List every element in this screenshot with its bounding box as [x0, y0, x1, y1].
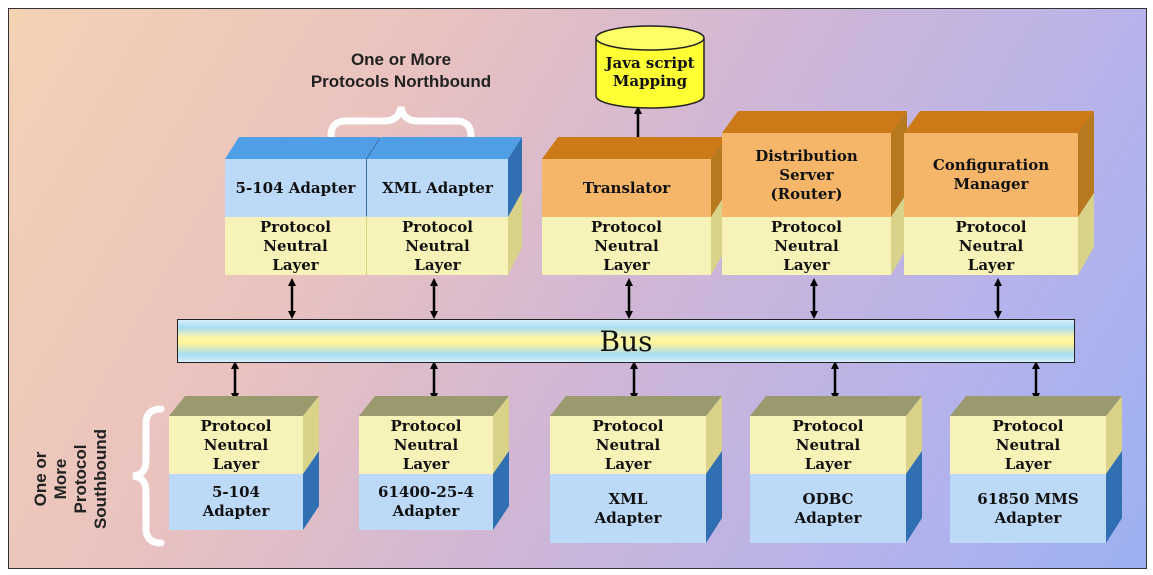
block-configuration-manager: Configuration Manager Protocol Neutral L…: [904, 111, 1094, 275]
component-label: Distribution Server (Router): [755, 146, 858, 203]
protocol-neutral-layer-label: Protocol Neutral Layer: [390, 416, 462, 473]
protocol-neutral-layer-label: Protocol Neutral Layer: [200, 416, 272, 473]
protocol-neutral-layer-label: Protocol Neutral Layer: [955, 217, 1027, 274]
adapter-label: 5-104 Adapter: [235, 178, 356, 197]
southbound-brace: [132, 405, 165, 547]
bus-label: Bus: [599, 324, 653, 358]
bus: Bus: [177, 319, 1075, 363]
adapter-label: XML Adapter: [594, 489, 662, 527]
component-label: Configuration Manager: [932, 156, 1050, 193]
database-icon: [595, 25, 705, 109]
protocol-neutral-layer-label: Protocol Neutral Layer: [771, 217, 842, 274]
component-label: Translator: [582, 178, 671, 197]
protocol-neutral-layer-label: Protocol Neutral Layer: [792, 416, 864, 473]
database-label: Java script Mapping: [605, 53, 695, 90]
northbound-brace: [327, 106, 475, 140]
block-odbc-adapter: Protocol Neutral Layer ODBC Adapter: [750, 396, 922, 543]
block-translator: Translator Protocol Neutral Layer: [542, 137, 727, 275]
protocol-neutral-layer-label: Protocol Neutral Layer: [592, 416, 664, 473]
adapter-label: 61850 MMS Adapter: [977, 489, 1079, 527]
block-5-104-adapter-north: 5-104 Adapter Protocol Neutral Layer: [225, 137, 380, 275]
adapter-label: 61400-25-4 Adapter: [378, 483, 474, 520]
protocol-neutral-layer-label: Protocol Neutral Layer: [992, 416, 1064, 473]
protocol-neutral-layer-label: Protocol Neutral Layer: [591, 217, 662, 274]
protocol-neutral-layer-label: Protocol Neutral Layer: [260, 217, 331, 274]
block-61400-adapter: Protocol Neutral Layer 61400-25-4 Adapte…: [359, 396, 509, 530]
southbound-label: One or More Protocol Southbound: [31, 428, 111, 530]
block-distribution-server: Distribution Server (Router) Protocol Ne…: [722, 111, 907, 275]
javascript-mapping-database: Java script Mapping: [594, 24, 706, 110]
connectors: [132, 106, 1040, 547]
adapter-label: XML Adapter: [382, 178, 493, 197]
northbound-label: One or More Protocols Northbound: [310, 50, 492, 91]
adapter-label: ODBC Adapter: [794, 489, 862, 527]
adapter-label: 5-104 Adapter: [202, 483, 270, 520]
protocol-neutral-layer-label: Protocol Neutral Layer: [402, 217, 473, 274]
block-5-104-adapter-south: Protocol Neutral Layer 5-104 Adapter: [169, 396, 319, 530]
block-xml-adapter-south: Protocol Neutral Layer XML Adapter: [550, 396, 722, 543]
diagram-canvas: One or More Protocols Northbound One or …: [8, 8, 1147, 569]
block-61850-mms-adapter: Protocol Neutral Layer 61850 MMS Adapter: [950, 396, 1122, 543]
block-xml-adapter-north: XML Adapter Protocol Neutral Layer: [367, 137, 522, 275]
